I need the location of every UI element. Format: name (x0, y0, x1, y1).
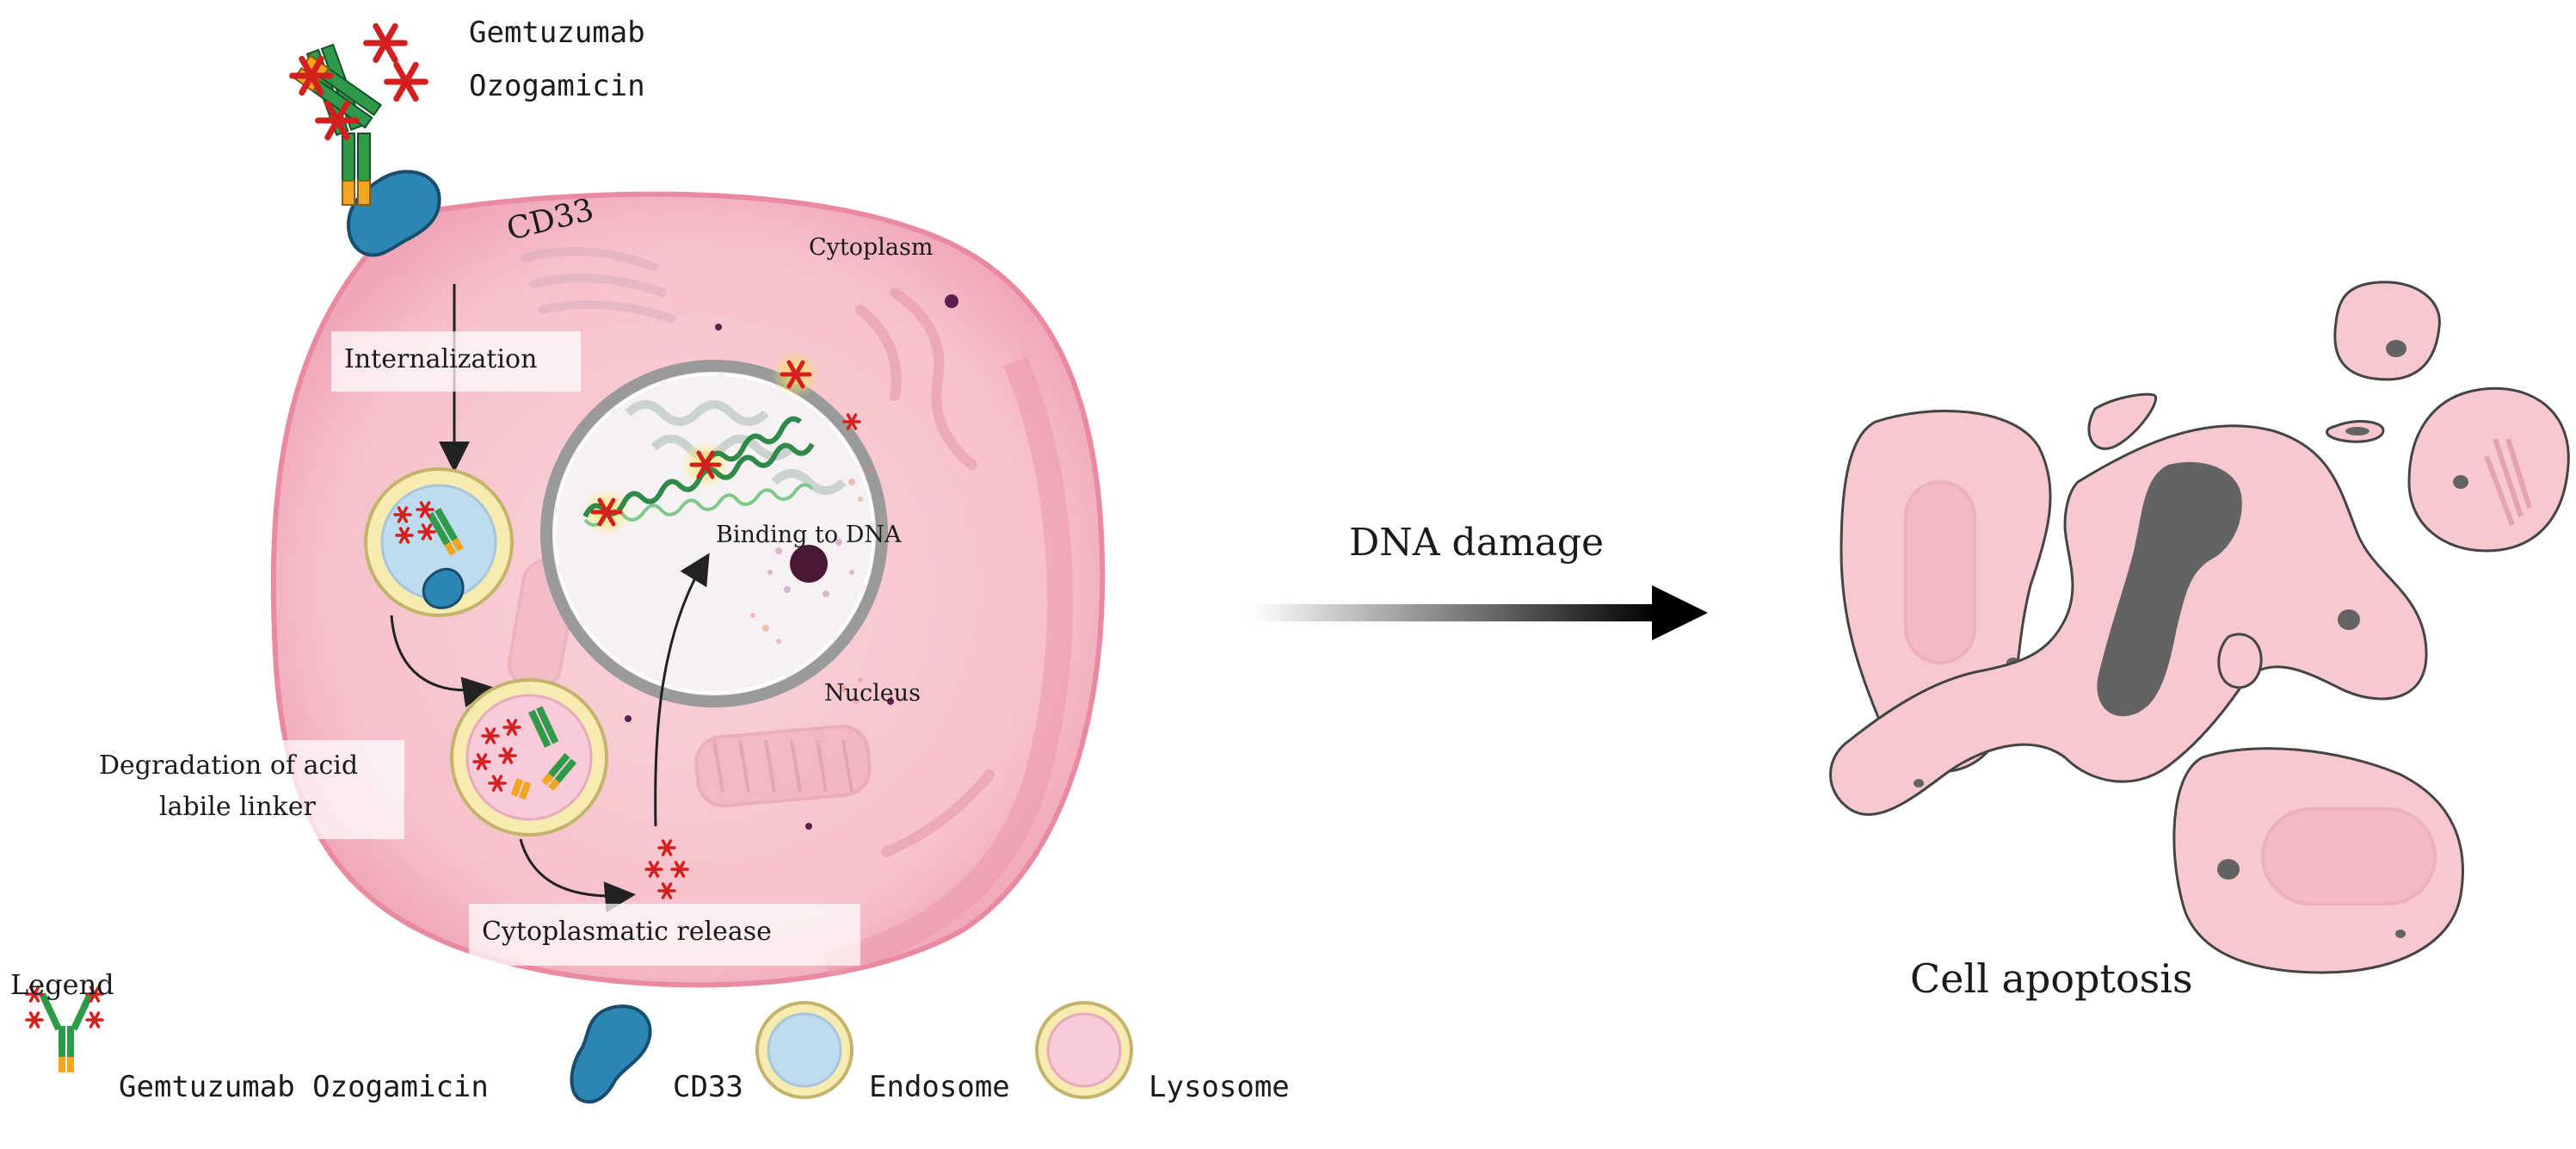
dna-damage-arrow (1252, 585, 1708, 640)
degradation-label-line2: labile linker (159, 792, 316, 822)
endoplasmic-reticulum (855, 287, 995, 857)
apoptotic-body (2407, 386, 2570, 553)
nucleus (540, 350, 888, 707)
cytoplasm-label: Cytoplasm (809, 234, 934, 261)
apoptotic-body (2172, 747, 2464, 974)
cytoplasmatic-release-label: Cytoplasmatic release (482, 917, 772, 947)
nucleolus (790, 545, 828, 583)
endosome-to-lysosome-arrow (390, 615, 494, 707)
apoptotic-bodies (1829, 281, 2570, 974)
endosome (364, 467, 514, 617)
degradation-box (86, 740, 404, 839)
legend-title: Legend (10, 968, 114, 1001)
vesicle-dot (945, 294, 958, 308)
apoptotic-body (2087, 392, 2157, 450)
nucleolus-granules (767, 539, 854, 597)
internalization-box (331, 331, 581, 392)
dna-damage-label: DNA damage (1349, 521, 1605, 565)
cell-apoptosis-label: Cell apoptosis (1910, 955, 2193, 1002)
legend-cd33-icon (570, 1004, 652, 1104)
release-box (469, 904, 860, 966)
cd33-receptor (347, 170, 441, 257)
mitochondrion (1904, 480, 1976, 664)
gemtuzumab-ozogamicin-antibody (293, 26, 441, 257)
calicheamicin-payload (293, 26, 426, 137)
vesicle-dot (805, 823, 812, 830)
vesicle-dot (625, 715, 632, 722)
lysosome (450, 678, 608, 837)
legend-item-label: CD33 (673, 1070, 743, 1104)
dna-helix (582, 350, 861, 536)
legend-item-label: Gemtuzumab Ozogamicin (119, 1070, 489, 1104)
vesicle-dot (715, 324, 722, 330)
release-to-dna-arrow (654, 553, 710, 827)
chromatin-faint (625, 400, 847, 495)
nucleus-label: Nucleus (824, 680, 921, 707)
legend-antibody-icon (25, 985, 104, 1072)
lysosome-to-release-arrow (519, 838, 636, 913)
mitochondrion (2261, 807, 2437, 905)
legend-item-label: Lysosome (1149, 1070, 1290, 1104)
legend-item-label: Endosome (869, 1070, 1010, 1104)
vesicle-dot (887, 698, 894, 705)
mitochondrion-faint (694, 724, 872, 808)
apoptotic-nucleus (2097, 461, 2242, 717)
drug-name-line2: Ozogamicin (469, 69, 645, 103)
apoptotic-body (2333, 281, 2441, 381)
nucleoplasm-granules (750, 466, 872, 704)
binding-to-dna-label: Binding to DNA (716, 522, 902, 548)
legend-lysosome-icon (1035, 1001, 1133, 1099)
golgi-organelle (521, 247, 675, 323)
drug-name-line1: Gemtuzumab (469, 15, 645, 50)
internalization-label: Internalization (344, 344, 538, 374)
degradation-label-line1: Degradation of acid (99, 751, 359, 781)
apoptotic-body (2217, 633, 2263, 689)
legend-endosome-icon (755, 1001, 854, 1099)
